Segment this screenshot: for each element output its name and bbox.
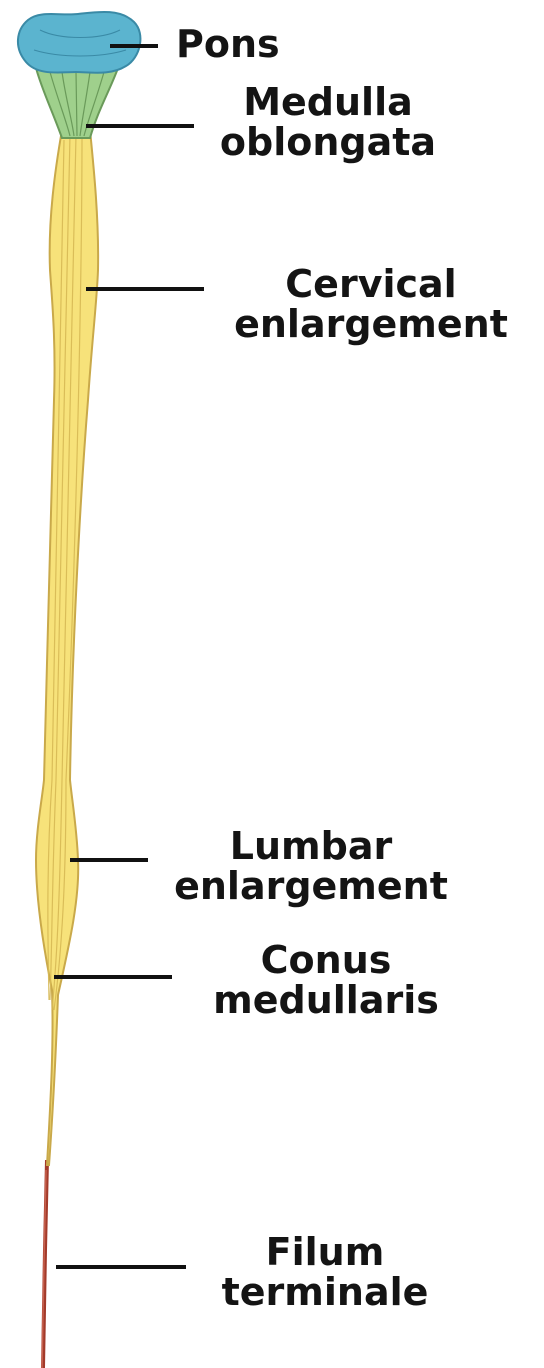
label-lumbar-enlargement: Lumbar enlargement	[146, 826, 476, 906]
medulla-leader-line	[86, 124, 194, 128]
lumbar-leader-line	[70, 858, 148, 862]
label-pons: Pons	[176, 24, 256, 64]
label-conus-medullaris: Conus medullaris	[186, 940, 466, 1020]
filum-leader-line	[56, 1265, 186, 1269]
label-filum-terminale: Filum terminale	[190, 1232, 460, 1312]
cervical-leader-line	[86, 287, 204, 291]
pons-leader-line	[110, 44, 158, 48]
pons-shape	[18, 12, 140, 73]
label-medulla-oblongata: Medulla oblongata	[198, 82, 458, 162]
conus-leader-line	[54, 975, 172, 979]
label-cervical-enlargement: Cervical enlargement	[206, 264, 536, 344]
